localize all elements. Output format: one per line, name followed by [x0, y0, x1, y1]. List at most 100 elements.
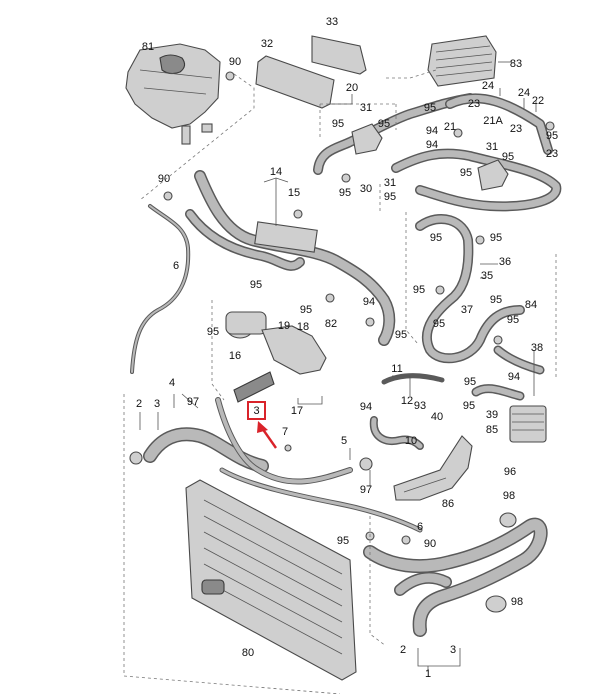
callout-c95u: 95	[337, 535, 349, 547]
expansion-tank	[125, 43, 221, 145]
callout-c95t: 95	[463, 400, 475, 412]
callout-c94e: 94	[360, 401, 372, 413]
callout-c38: 38	[531, 342, 543, 354]
callout-c12: 12	[401, 395, 413, 407]
hose-14	[185, 170, 396, 346]
callout-c3b: 3	[450, 644, 456, 656]
callout-c97b: 97	[360, 484, 372, 496]
callout-c95d: 95	[546, 130, 558, 142]
callout-c85: 85	[486, 424, 498, 436]
callout-c93: 93	[414, 400, 426, 412]
callout-c95o: 95	[433, 318, 445, 330]
callout-c95m: 95	[490, 294, 502, 306]
thermostat-housing-86	[393, 435, 473, 501]
callout-c98b: 98	[511, 596, 523, 608]
callout-c94c: 94	[363, 296, 375, 308]
callout-c95i: 95	[430, 232, 442, 244]
callout-c83: 83	[510, 58, 522, 70]
highlight-label: 3	[253, 405, 259, 417]
callout-c90b: 90	[158, 173, 170, 185]
highlight-arrow	[261, 427, 277, 449]
callout-c95e: 95	[502, 151, 514, 163]
callout-c37: 37	[461, 304, 473, 316]
callout-c31a: 31	[360, 102, 372, 114]
callout-c2a: 2	[136, 398, 142, 410]
highlight-marker	[247, 401, 277, 449]
callout-c95j: 95	[490, 232, 502, 244]
callout-c21: 21	[444, 121, 456, 133]
callout-c19: 19	[278, 320, 290, 332]
cover-plate-33	[311, 35, 367, 75]
callout-c23c: 23	[546, 148, 558, 160]
pipe-11	[381, 373, 445, 385]
callout-c95f: 95	[384, 191, 396, 203]
highlight-arrowhead	[257, 421, 268, 433]
callout-c31b: 31	[486, 141, 498, 153]
callout-c98a: 98	[503, 490, 515, 502]
gasket-3	[233, 371, 275, 403]
callout-c95k: 95	[250, 279, 262, 291]
callout-c3a: 3	[154, 398, 160, 410]
callout-c16: 16	[229, 350, 241, 362]
callout-c24b: 24	[518, 87, 530, 99]
callout-c95a: 95	[332, 118, 344, 130]
callout-c23b: 23	[510, 123, 522, 135]
callout-c95g: 95	[460, 167, 472, 179]
callout-c18: 18	[297, 321, 309, 333]
pump-16	[225, 311, 327, 375]
callout-c15: 15	[288, 187, 300, 199]
callout-c21a: 21A	[483, 115, 503, 127]
callout-c6b: 6	[417, 521, 423, 533]
callout-c2b: 2	[400, 644, 406, 656]
right-hose-assembly	[415, 213, 545, 401]
hose-94-10-fill	[371, 417, 423, 449]
callout-c30: 30	[360, 183, 372, 195]
callout-c94a: 94	[426, 125, 438, 137]
callout-c82: 82	[325, 318, 337, 330]
callout-c96: 96	[504, 466, 516, 478]
oil-cooler-85	[509, 405, 547, 443]
callout-c95p: 95	[507, 314, 519, 326]
callout-c20: 20	[346, 82, 358, 94]
callout-c39: 39	[486, 409, 498, 421]
callout-c24a: 24	[482, 80, 494, 92]
callout-c7: 7	[282, 426, 288, 438]
callout-c32: 32	[261, 38, 273, 50]
callout-c84: 84	[525, 299, 537, 311]
callout-c31c: 31	[384, 177, 396, 189]
callout-c6a: 6	[173, 260, 179, 272]
callout-c95c: 95	[424, 102, 436, 114]
callout-c90c: 90	[424, 538, 436, 550]
callout-c97a: 97	[187, 396, 199, 408]
callout-c95b: 95	[378, 118, 390, 130]
callout-c95n: 95	[300, 304, 312, 316]
callout-c11: 11	[391, 363, 402, 375]
group-brackets	[123, 69, 557, 694]
callout-c35: 35	[481, 270, 493, 282]
callout-c81: 81	[142, 41, 154, 53]
callout-c17: 17	[291, 405, 303, 417]
upper-hose-assembly	[313, 93, 562, 212]
callout-c33: 33	[326, 16, 338, 28]
callout-c23a: 23	[468, 98, 480, 110]
callout-c40: 40	[431, 411, 443, 423]
highlight-box	[247, 401, 266, 420]
hose-1	[363, 512, 548, 637]
leader-lines	[139, 61, 537, 672]
callout-c95s: 95	[464, 376, 476, 388]
callout-c10: 10	[405, 435, 417, 447]
callout-c95h: 95	[339, 187, 351, 199]
radiator-80	[185, 479, 357, 681]
callout-c95q: 95	[207, 326, 219, 338]
clamps	[129, 71, 555, 545]
lower-hose-assembly	[143, 397, 423, 533]
callout-c94d: 94	[508, 371, 520, 383]
callout-c90a: 90	[229, 56, 241, 68]
callout-c5: 5	[341, 435, 347, 447]
oil-cooler-83	[427, 35, 497, 87]
callout-c80: 80	[242, 647, 254, 659]
callout-c95l: 95	[413, 284, 425, 296]
